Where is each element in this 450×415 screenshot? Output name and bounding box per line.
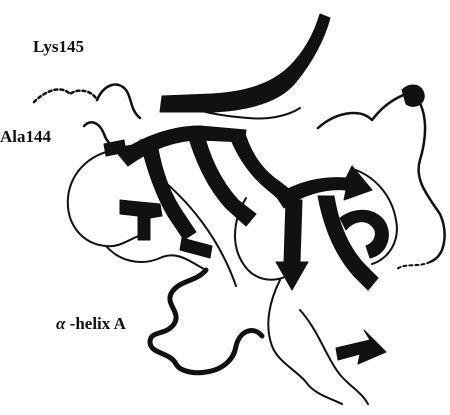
- dashed-terminal-coil: [34, 89, 97, 102]
- lys145-loop: [97, 85, 140, 118]
- top-beta-strand: [160, 14, 330, 112]
- right-dashed-coil: [396, 262, 430, 270]
- vertical-beta-strand: [276, 200, 308, 290]
- beta-sheet-strand-1: [118, 126, 246, 166]
- alpha-helix-a: [150, 270, 262, 373]
- left-outer-coil: [68, 150, 146, 246]
- beta-sheet-strand-4: [228, 130, 290, 200]
- lower-left-strand-fragment: [180, 238, 212, 258]
- bottom-right-arrow: [336, 330, 386, 364]
- ala144-label: Ala144: [0, 128, 51, 145]
- bottom-loop-coil: [268, 280, 342, 404]
- helix-a-text: -helix A: [65, 314, 125, 333]
- bottom-right-coil: [300, 310, 368, 404]
- alpha-helix-a-label: α -helix A: [56, 315, 126, 332]
- top-right-knot: [402, 85, 424, 106]
- left-sheet-strand: [120, 200, 162, 240]
- alpha-symbol: α: [56, 314, 65, 333]
- right-beta-strand: [318, 196, 378, 290]
- lys145-label: Lys145: [33, 38, 84, 55]
- top-right-loop: [318, 92, 412, 128]
- right-outer-coil: [412, 92, 445, 262]
